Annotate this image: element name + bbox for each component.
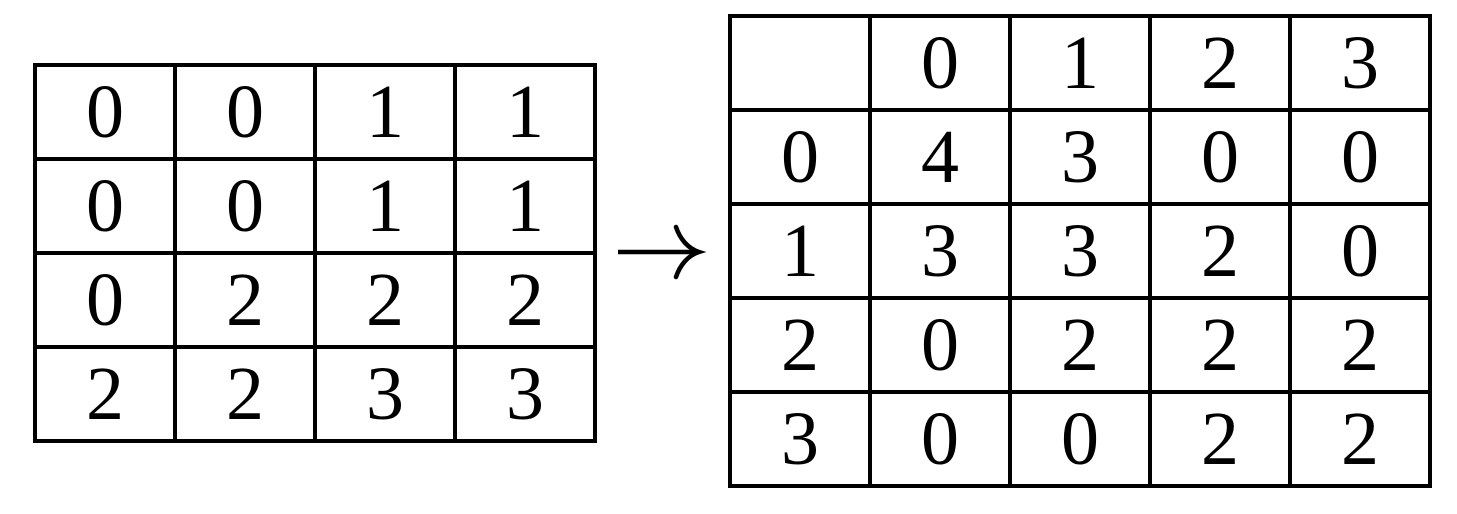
row-header-cell: 3 [728, 390, 872, 488]
grid-cell: 2 [33, 345, 177, 443]
grid-cell: 3 [868, 202, 1012, 300]
col-header-cell: 0 [868, 14, 1012, 112]
table-row: 0 4 3 0 0 [728, 108, 1432, 206]
grid-cell: 0 [868, 296, 1012, 394]
table-row: 2 0 2 2 2 [728, 296, 1432, 394]
table-row: 1 3 3 2 0 [728, 202, 1432, 300]
grid-cell: 1 [453, 63, 597, 161]
grid-cell: 2 [1288, 390, 1432, 488]
grid-cell: 0 [33, 157, 177, 255]
grid-cell: 1 [313, 63, 457, 161]
grid-cell: 3 [453, 345, 597, 443]
grid-cell: 0 [868, 390, 1012, 488]
row-header-cell: 0 [728, 108, 872, 206]
grid-cell: 3 [1008, 202, 1152, 300]
col-header-cell: 1 [1008, 14, 1152, 112]
grid-cell: 2 [173, 251, 317, 349]
grid-cell: 4 [868, 108, 1012, 206]
col-header-cell: 3 [1288, 14, 1432, 112]
col-header-cell: 2 [1148, 14, 1292, 112]
output-table: 0 1 2 3 0 4 3 0 0 1 3 3 2 0 2 0 2 2 2 3 [728, 14, 1432, 488]
grid-cell: 2 [173, 345, 317, 443]
grid-cell: 0 [173, 63, 317, 161]
grid-cell: 2 [1148, 390, 1292, 488]
grid-cell: 1 [453, 157, 597, 255]
grid-cell: 2 [1148, 296, 1292, 394]
grid-cell: 3 [1008, 108, 1152, 206]
grid-cell: 0 [1288, 108, 1432, 206]
table-row: 0 2 2 2 [33, 251, 597, 349]
grid-cell: 0 [1008, 390, 1152, 488]
grid-cell: 2 [313, 251, 457, 349]
grid-cell: 2 [1288, 296, 1432, 394]
table-row: 0 0 1 1 [33, 157, 597, 255]
grid-cell: 2 [1148, 202, 1292, 300]
grid-cell: 1 [313, 157, 457, 255]
row-header-cell: 1 [728, 202, 872, 300]
grid-cell: 2 [453, 251, 597, 349]
grid-cell: 2 [1008, 296, 1152, 394]
table-header-row: 0 1 2 3 [728, 14, 1432, 112]
grid-cell: 3 [313, 345, 457, 443]
grid-cell: 0 [1148, 108, 1292, 206]
corner-cell [728, 14, 872, 112]
grid-cell: 0 [173, 157, 317, 255]
grid-cell: 0 [1288, 202, 1432, 300]
grid-cell: 0 [33, 63, 177, 161]
table-row: 2 2 3 3 [33, 345, 597, 443]
grid-cell: 0 [33, 251, 177, 349]
input-grid: 0 0 1 1 0 0 1 1 0 2 2 2 2 2 3 3 [33, 63, 597, 443]
row-header-cell: 2 [728, 296, 872, 394]
table-row: 3 0 0 2 2 [728, 390, 1432, 488]
right-arrow-icon [616, 222, 707, 282]
table-row: 0 0 1 1 [33, 63, 597, 161]
